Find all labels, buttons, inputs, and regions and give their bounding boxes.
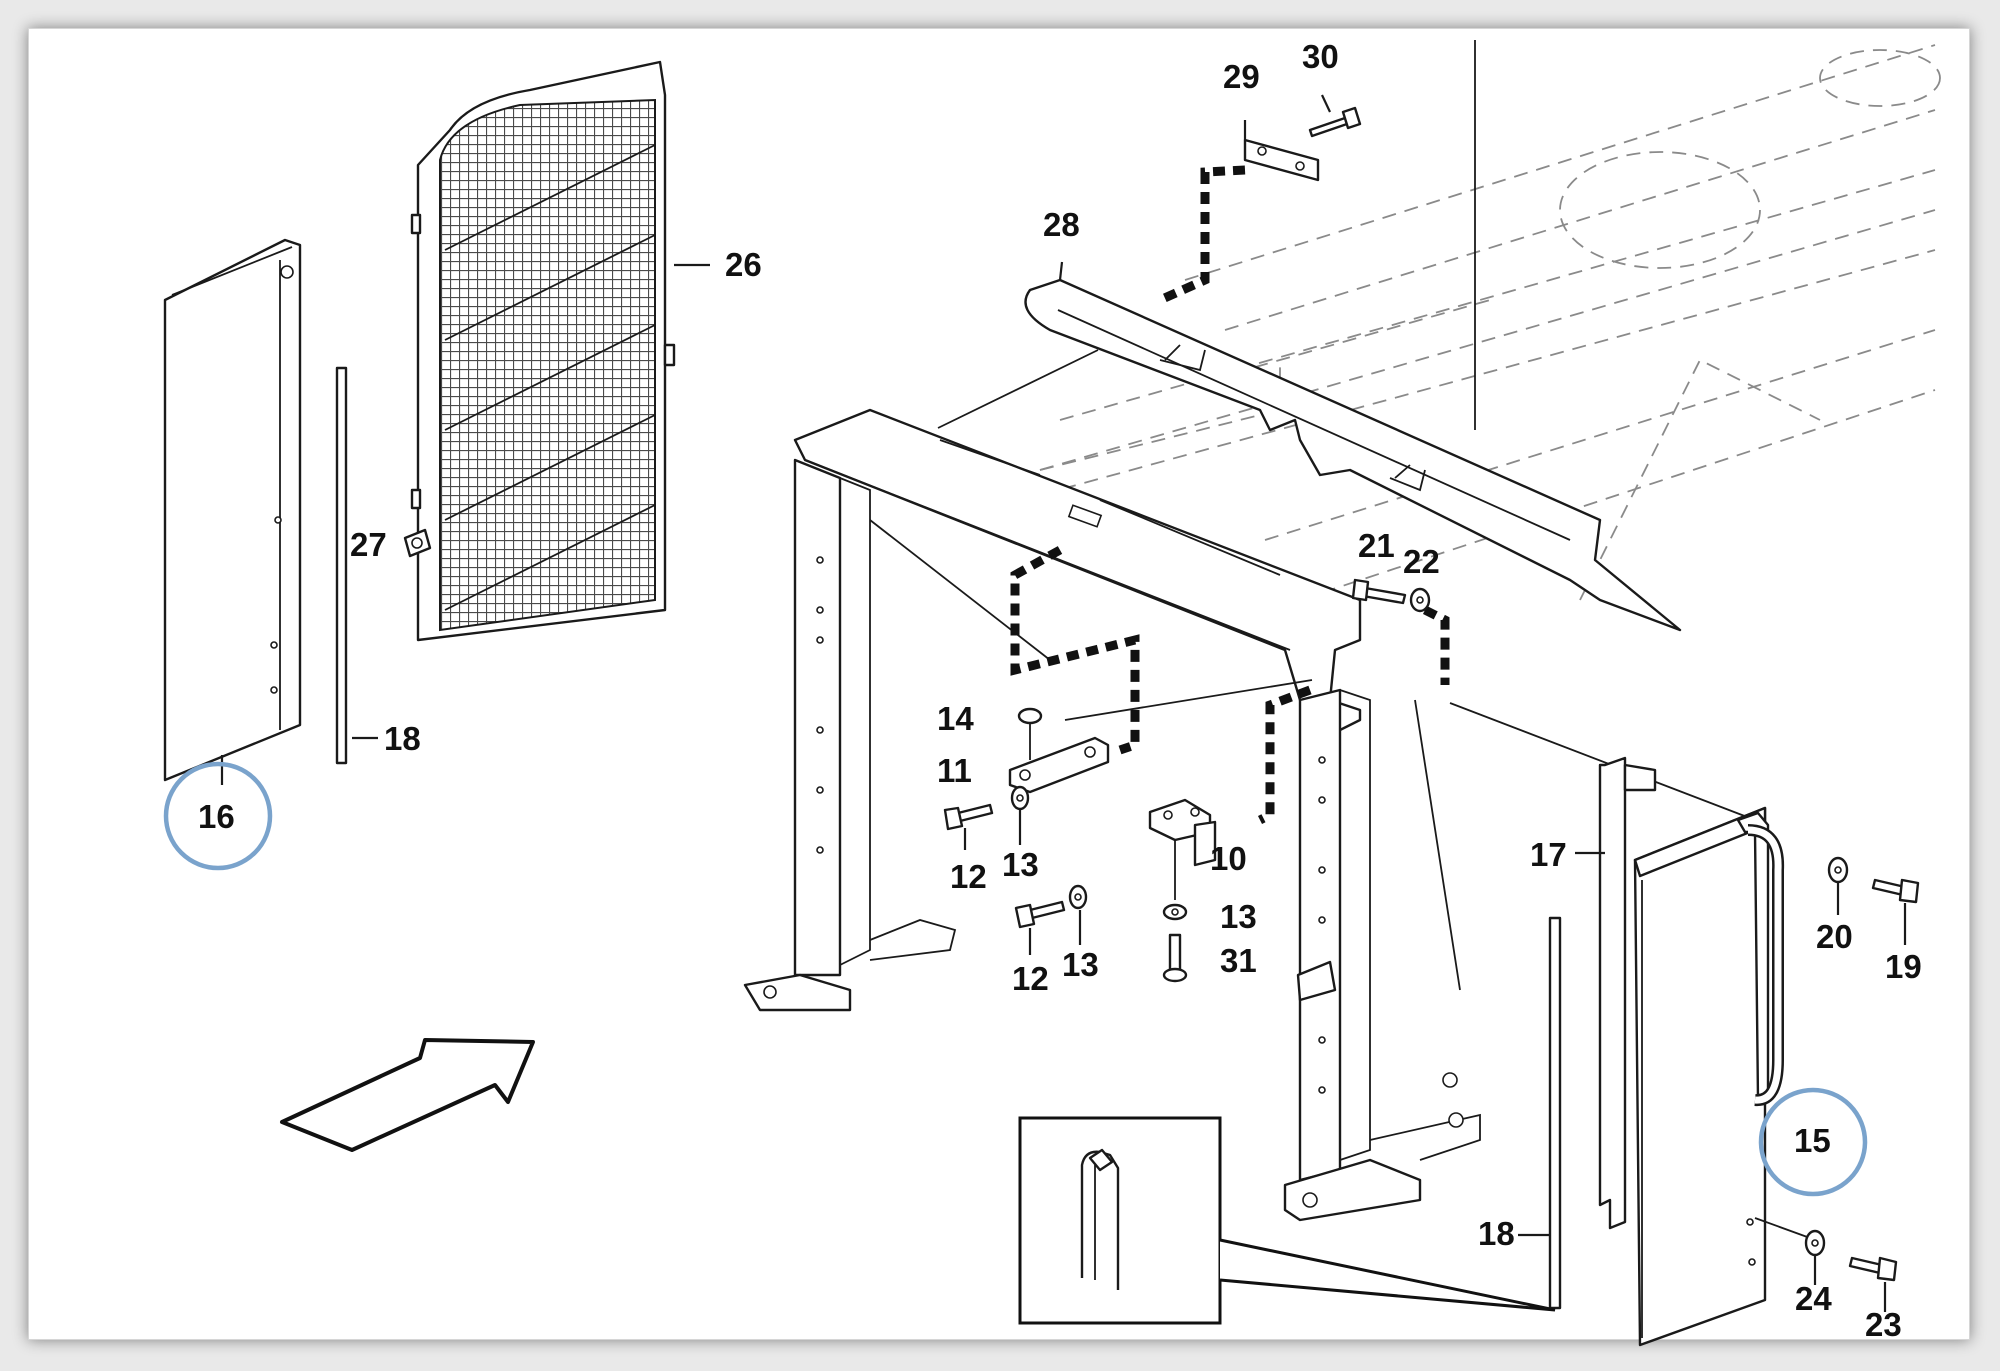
callout-label-c13c: 13: [1062, 946, 1099, 983]
highlight-circle-15: [1758, 1087, 1868, 1197]
callout-label-c15: 15: [1794, 1122, 1831, 1159]
callout-label-c18a: 18: [384, 720, 421, 757]
part-28-deflector: [1024, 261, 1682, 632]
callout-label-c27: 27: [350, 526, 387, 563]
part-29-plate: [1243, 120, 1320, 182]
callout-label-c24: 24: [1795, 1280, 1832, 1317]
assembly-path-dashed: [1158, 165, 1246, 305]
callout-label-c26: 26: [725, 246, 762, 283]
part-12-bolt-b: [1014, 900, 1066, 955]
part-18-seal-strip-right: [1518, 916, 1562, 1310]
detail-inset: [1018, 1116, 1556, 1325]
part-22-washer: [1409, 587, 1431, 613]
part-16-side-panel: [163, 238, 302, 785]
main-frame: [743, 408, 1481, 1222]
part-18-seal-strip: [335, 366, 378, 765]
part-14-washer: [1017, 707, 1043, 760]
callout-label-c16: 16: [198, 798, 235, 835]
part-21-bolt: [1351, 578, 1407, 605]
direction-arrow-icon: [280, 1038, 535, 1152]
part-11-bracket: [1008, 736, 1110, 794]
callout-label-c22: 22: [1403, 543, 1440, 580]
callout-label-c12b: 12: [1012, 960, 1049, 997]
part-30-bolt: [1308, 94, 1362, 138]
assembly-path-dashed: [1257, 685, 1312, 825]
callout-label-c19: 19: [1885, 948, 1922, 985]
callout-label-c31: 31: [1220, 942, 1257, 979]
part-17-rail: [1575, 756, 1657, 1230]
part-27-clip: [403, 528, 432, 558]
callout-label-c20: 20: [1816, 918, 1853, 955]
callout-label-c11: 11: [937, 752, 972, 789]
callout-label-c18b: 18: [1478, 1215, 1515, 1252]
part-13-washer-c: [1068, 884, 1088, 945]
callout-label-c17: 17: [1530, 836, 1567, 873]
part-31-bolt: [1162, 933, 1188, 983]
assembly-path-dashed: [1422, 605, 1450, 685]
callout-label-c30: 30: [1302, 38, 1339, 75]
callout-label-c12a: 12: [950, 858, 987, 895]
assembly-path-dashed: [1010, 546, 1140, 755]
part-24-washer: [1804, 1229, 1826, 1285]
callout-label-c14: 14: [937, 700, 974, 737]
part-13-washer-a: [1010, 785, 1030, 845]
part-10-bracket: [1148, 798, 1217, 900]
part-26-mesh-screen: [410, 60, 710, 642]
callout-label-c29: 29: [1223, 58, 1260, 95]
part-12-bolt-a: [943, 803, 994, 850]
part-20-washer: [1827, 856, 1849, 915]
part-19-bolt: [1871, 878, 1920, 945]
callout-label-c21: 21: [1358, 527, 1395, 564]
callout-label-c13a: 13: [1002, 846, 1039, 883]
part-13-washer-b: [1162, 903, 1188, 921]
callout-label-c10: 10: [1210, 840, 1247, 877]
highlight-circle-16: [163, 761, 273, 871]
part-15-door-panel: [1633, 806, 1811, 1347]
callout-label-c28: 28: [1043, 206, 1080, 243]
part-23-bolt: [1848, 1256, 1898, 1312]
callout-label-c13b: 13: [1220, 898, 1257, 935]
callout-label-c23: 23: [1865, 1306, 1902, 1343]
